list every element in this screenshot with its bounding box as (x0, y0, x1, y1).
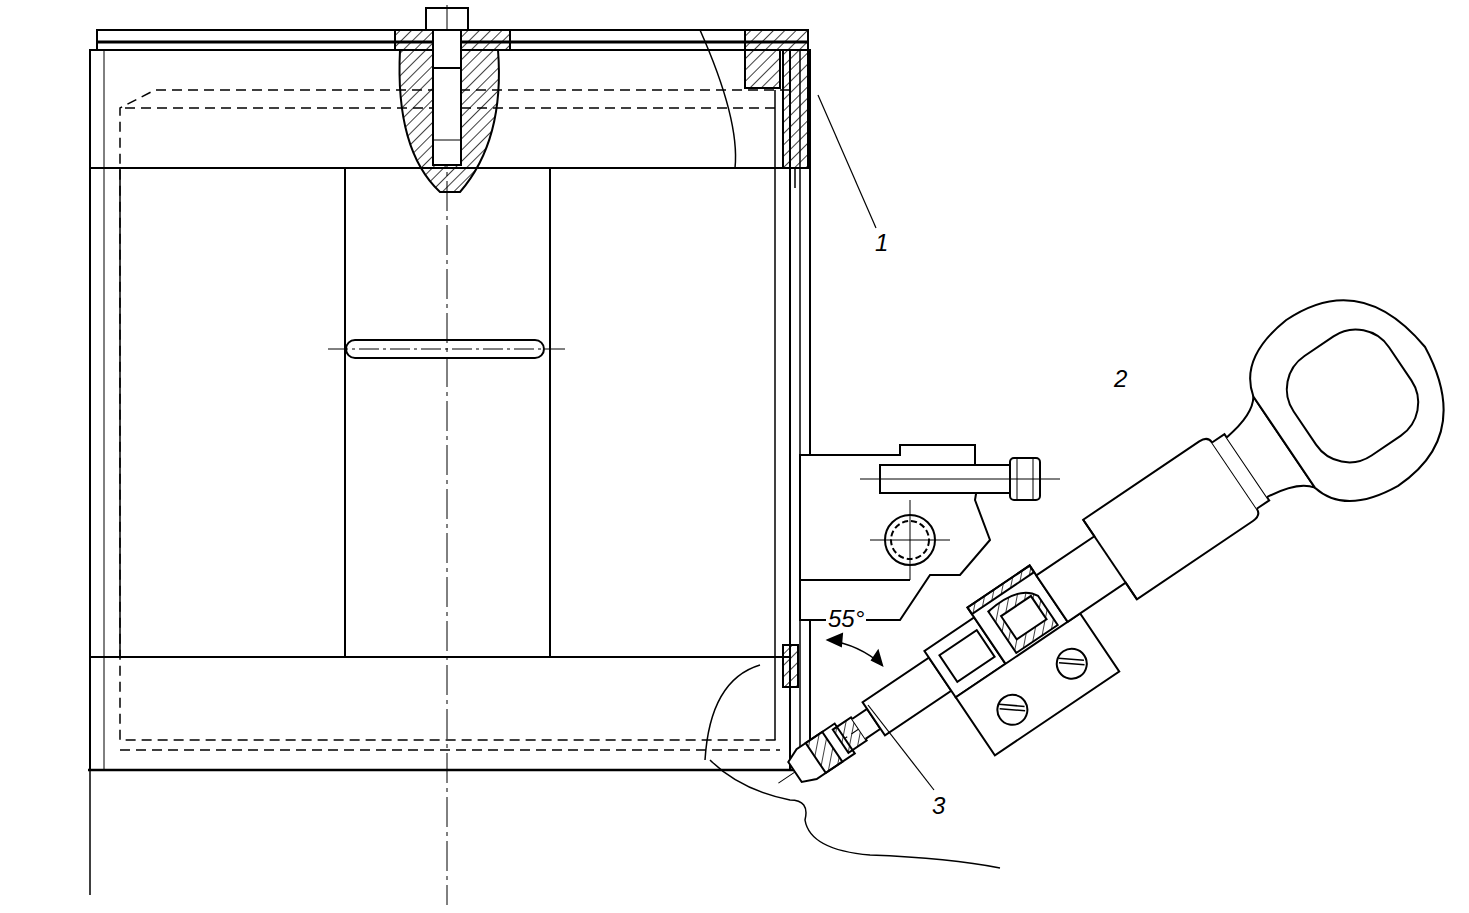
leader-line (818, 95, 876, 228)
angle-dimension: 55° (826, 606, 866, 632)
handle-assembly (722, 264, 1469, 866)
callout-number: 1 (873, 230, 890, 256)
callout-number: 2 (1112, 366, 1129, 392)
fixture-body (90, 50, 810, 770)
leader-line (868, 705, 934, 790)
callout-number: 3 (930, 793, 947, 819)
